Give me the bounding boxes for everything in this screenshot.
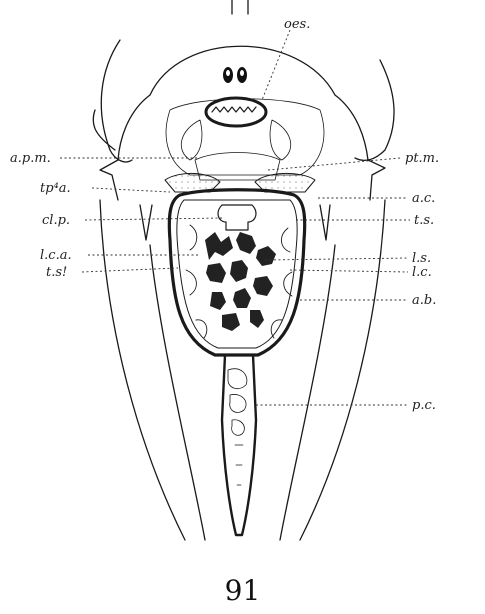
leader-lines bbox=[60, 30, 410, 405]
abdominal-sac bbox=[169, 190, 304, 355]
label-lc: l.c. bbox=[412, 265, 432, 280]
label-clp: cl.p. bbox=[42, 213, 70, 228]
label-ptm: pt.m. bbox=[405, 151, 439, 166]
label-pc: p.c. bbox=[412, 398, 436, 413]
label-apm: a.p.m. bbox=[10, 151, 51, 166]
head-region bbox=[166, 67, 324, 180]
label-ts: t.s. bbox=[414, 213, 434, 228]
label-tp4a: tp⁴a. bbox=[40, 181, 71, 196]
figure-number: 91 bbox=[0, 574, 485, 607]
label-lca: l.c.a. bbox=[40, 248, 72, 263]
post-abdomen bbox=[222, 355, 256, 535]
label-ts1: t.s! bbox=[46, 265, 67, 280]
label-oes: oes. bbox=[284, 17, 310, 32]
label-ab: a.b. bbox=[412, 293, 436, 308]
label-ls: l.s. bbox=[412, 251, 431, 266]
label-ac: a.c. bbox=[412, 191, 435, 206]
